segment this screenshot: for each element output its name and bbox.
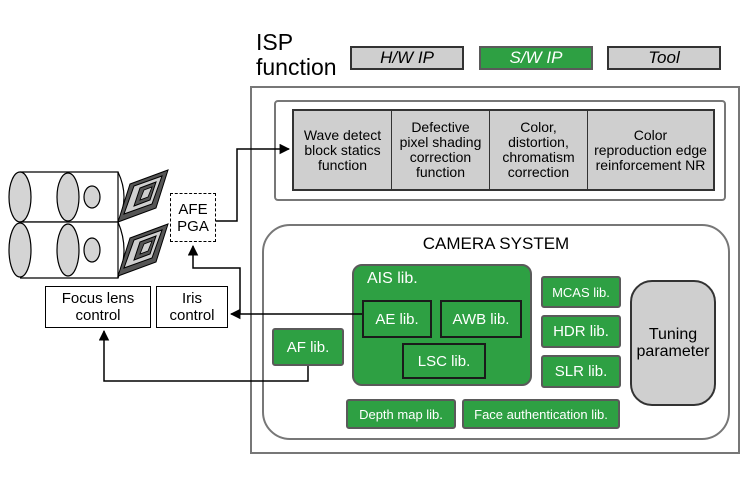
hdr-lib: HDR lib. xyxy=(541,315,621,348)
mcas-lib: MCAS lib. xyxy=(541,276,621,308)
legend-tool: Tool xyxy=(607,46,721,70)
upper-image-sensor xyxy=(117,169,169,223)
pga-label: PGA xyxy=(177,217,209,235)
camera-system-title: CAMERA SYSTEM xyxy=(422,234,570,253)
legend-hw-ip: H/W IP xyxy=(350,46,464,70)
lower-lens-barrel xyxy=(8,221,125,279)
legend-sw-ip: S/W IP xyxy=(479,46,593,70)
af-lib: AF lib. xyxy=(272,328,344,366)
ais-lib-label: AIS lib. xyxy=(367,270,418,287)
isp-block-color-distortion: Color, distortion, chromatism correction xyxy=(490,111,588,189)
iris-label-line1: Iris xyxy=(182,290,202,307)
upper-lens-barrel xyxy=(8,171,125,223)
tuning-parameter: Tuning parameter xyxy=(630,280,716,406)
isp-block-wave-detect: Wave detect block statics function xyxy=(294,111,392,189)
afe-pga-block: AFE PGA xyxy=(170,193,216,242)
isp-hw-frame xyxy=(274,100,726,201)
afe-label: AFE xyxy=(178,200,208,218)
depth-map-lib: Depth map lib. xyxy=(346,399,456,429)
arrow-afe-to-isp xyxy=(216,143,291,222)
isp-block-row: Wave detect block statics function Defec… xyxy=(292,109,715,191)
lsc-lib: LSC lib. xyxy=(402,343,486,379)
lens-module-icon xyxy=(8,169,169,279)
focus-label-line1: Focus lens xyxy=(61,290,135,307)
face-authentication-lib: Face authentication lib. xyxy=(462,399,620,429)
isp-block-color-reproduction: Color reproduction edge reinforcement NR xyxy=(594,126,707,173)
iris-label-line2: control xyxy=(169,307,215,324)
camera-system-frame xyxy=(262,224,730,440)
awb-lib: AWB lib. xyxy=(440,300,522,338)
lower-image-sensor xyxy=(117,223,169,277)
arrow-af-to-focus xyxy=(98,329,309,382)
title-line2: function xyxy=(256,54,337,80)
iris-control: Iris control xyxy=(156,286,228,328)
arrow-to-afe-pga xyxy=(187,244,241,314)
slr-lib: SLR lib. xyxy=(541,355,621,388)
focus-label-line2: control xyxy=(75,307,121,324)
diagram-title: ISP function xyxy=(256,30,337,80)
focus-lens-control: Focus lens control xyxy=(45,286,151,328)
isp-block-defective-pixel: Defective pixel shading correction funct… xyxy=(392,111,490,189)
title-line1: ISP xyxy=(256,29,294,55)
ae-lib: AE lib. xyxy=(362,300,432,338)
